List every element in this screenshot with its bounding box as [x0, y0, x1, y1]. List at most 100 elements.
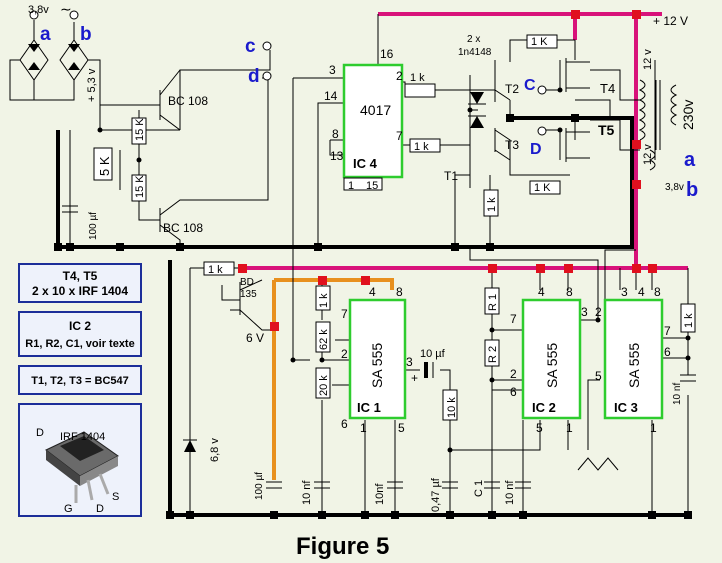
- ic1-pin4: 4: [369, 285, 376, 299]
- r1k-ic3-label: 1 k: [683, 313, 695, 328]
- legend-power-line2: 2 x 10 x IRF 1404: [32, 284, 128, 298]
- legend-small-text: T1, T2, T3 = BC547: [31, 375, 129, 387]
- ic3-pin2: 2: [595, 305, 602, 319]
- ic2-box: [521, 298, 582, 420]
- resistor-1k-t4: [526, 34, 558, 49]
- r1k-t4-label: 1 K: [531, 36, 548, 48]
- ac-input-label: 3,8v: [28, 4, 49, 16]
- c10nf-d-label: 10 nf: [672, 383, 683, 405]
- legend-power-box: [18, 263, 142, 303]
- triangle-waveform-icon: [577, 457, 619, 471]
- ic1-pin2: 2: [341, 347, 348, 361]
- resistor-r2: [484, 339, 500, 367]
- ic3-pin3: 3: [621, 285, 628, 299]
- ic4-pin2: 2: [396, 69, 403, 83]
- r62k-label: 62 k: [318, 329, 330, 350]
- legend-mosfet-g: G: [64, 503, 73, 515]
- resistor-1k-t1: [483, 189, 499, 217]
- ic3-pin5: 5: [595, 369, 602, 383]
- diodes-1n4148: [468, 92, 486, 128]
- c10nf-a-label: 10 nf: [301, 480, 313, 505]
- ic2-pin8: 8: [566, 285, 573, 299]
- t1-label: T1: [444, 169, 458, 183]
- r1k-t1-label: 1 k: [486, 197, 498, 212]
- ic1-pin1: 1: [360, 421, 367, 435]
- junction-dots: [54, 87, 692, 519]
- resistor-1k-bd: [203, 261, 235, 276]
- pot-20k: [315, 367, 331, 399]
- rail-53-label: + 5,3 v: [86, 68, 98, 102]
- legend-power-line1: T4, T5: [63, 269, 98, 283]
- r15k-b-label: 15 K: [134, 175, 146, 198]
- ic1-name: IC 1: [357, 400, 381, 415]
- diode-count-label: 2 x: [467, 34, 480, 45]
- r1-label: R 1: [487, 294, 499, 311]
- ic2-pin5: 5: [536, 421, 543, 435]
- ic1-box: [348, 298, 407, 420]
- ic3-pin6: 6: [664, 345, 671, 359]
- r1k-t5-label: 1 K: [534, 182, 551, 194]
- legend-ic2-box: [18, 311, 142, 357]
- terminal-b-label: b: [80, 24, 92, 45]
- ic4-pin1: 1: [348, 180, 354, 192]
- resistor-10k: [442, 389, 458, 421]
- node-6v-label: 6 V: [246, 331, 264, 345]
- ic2-part: SA 555: [544, 343, 560, 388]
- c10nf-c-label: 10 nf: [504, 480, 516, 505]
- c047-label: 0,47 µf: [430, 477, 442, 512]
- resistor-62k: [315, 321, 331, 353]
- resistor-1k-t5: [529, 180, 561, 195]
- c100uf-b-label: 100 µf: [254, 472, 265, 500]
- zener-label: 6,8 v: [209, 438, 221, 462]
- t4-label: T4: [600, 81, 615, 96]
- ic2-pin4: 4: [538, 285, 545, 299]
- figure-caption: Figure 5: [296, 533, 389, 560]
- ic1-pin6: 6: [341, 417, 348, 431]
- ic4-pins-sub: [343, 177, 383, 191]
- c10nf-b-label: 10nf: [374, 483, 386, 505]
- xfmr-12v-b: 12 v: [642, 144, 654, 165]
- t5-label: T5: [598, 122, 615, 138]
- pot5k-label: 5 K: [97, 156, 112, 176]
- c10uf-plus: +: [411, 371, 418, 385]
- mosfet-t4: [559, 58, 590, 92]
- resistor-1k-ic4b: [409, 138, 441, 153]
- bc108-top-label: BC 108: [168, 94, 208, 108]
- terminal-c-label: c: [245, 36, 256, 57]
- ic3-box: [603, 298, 664, 420]
- red-junctions: [238, 10, 657, 331]
- ic2-pin3: 3: [581, 305, 588, 319]
- ic4-box: [342, 63, 404, 179]
- ic1-pin7: 7: [341, 307, 348, 321]
- terminal-d-label: d: [248, 66, 260, 87]
- output-a-label: a: [684, 149, 696, 171]
- resistor-1k-ic3: [680, 303, 696, 333]
- xfmr-12v-a: 12 v: [642, 49, 654, 70]
- xfmr-38v: 3,8v: [665, 182, 684, 193]
- mosfet-package-icon: [45, 431, 119, 503]
- r2-label: R 2: [487, 346, 499, 363]
- mosfet-t5: [559, 128, 590, 162]
- legend-mosfet-s: S: [112, 491, 119, 503]
- terminal-circles: [29, 10, 547, 136]
- thin-wiring: [9, 14, 689, 515]
- ic4-pin3: 3: [329, 63, 336, 77]
- ic1-pin5: 5: [398, 421, 405, 435]
- r1k-ic4a-label: 1 k: [410, 72, 425, 84]
- osc-supply-rail: [274, 278, 394, 290]
- ic4-part: 4017: [360, 102, 391, 118]
- ic3-part: SA 555: [626, 343, 642, 388]
- output-b-label: b: [686, 179, 698, 201]
- legend-ic2-line2: R1, R2, C1, voir texte: [25, 338, 134, 350]
- ic4-pin8: 8: [332, 127, 339, 141]
- ic4-name: IC 4: [353, 156, 378, 171]
- bd135-label: BD: [240, 277, 254, 288]
- legend-mosfet-part: IRF 1404: [60, 431, 105, 443]
- resistor-15k-b: [131, 174, 147, 202]
- ic3-pin1: 1: [650, 421, 657, 435]
- t3-label: T3: [505, 138, 519, 152]
- ic4-pin14: 14: [324, 89, 338, 103]
- r15k-a-label: 15 K: [134, 118, 146, 141]
- c10uf-label: 10 µf: [420, 348, 446, 360]
